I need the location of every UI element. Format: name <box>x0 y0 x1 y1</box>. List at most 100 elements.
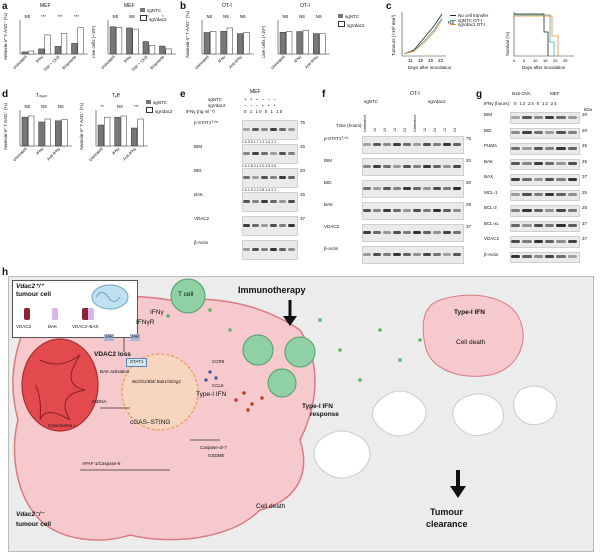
blot-band <box>556 146 566 150</box>
blot-band <box>261 176 268 179</box>
chart-c-survival: 0 5 10 15 20 25 <box>513 12 574 63</box>
bar <box>120 115 127 147</box>
significance-label: NS <box>58 104 64 109</box>
bar <box>286 31 293 55</box>
blot-band <box>288 176 295 179</box>
significance-label: NS <box>223 14 229 19</box>
type1-ifn-intracellular: Type-I IFN <box>196 391 227 398</box>
c-tick: 25 <box>563 58 568 63</box>
kda-marker: 37 <box>300 216 306 221</box>
significance-label: *** <box>41 14 46 19</box>
f-group-ntc: sgNTC <box>364 99 379 104</box>
bar <box>313 33 320 55</box>
bar <box>319 33 326 55</box>
blot-band <box>288 224 295 227</box>
significance-label: *** <box>74 14 79 19</box>
g-title-mef: MEF <box>550 91 560 96</box>
blot-band <box>373 165 381 168</box>
blot-band <box>373 187 381 190</box>
blot-band <box>363 209 371 212</box>
x-tick-label: IFNγ <box>293 54 303 64</box>
blot-band <box>522 115 532 119</box>
blot-label: BAX <box>484 174 494 179</box>
blot-band <box>383 253 391 256</box>
bar <box>142 41 149 55</box>
ccr5-label: CCR5 <box>212 359 225 364</box>
inset-title-cell: tumour cell <box>16 291 52 298</box>
blot-strip <box>510 127 580 139</box>
a-title-right: MEF <box>124 3 135 9</box>
c-tick: 15 <box>418 58 424 63</box>
blot-band <box>567 131 577 135</box>
blot-strip <box>510 205 580 217</box>
t-cell <box>284 336 316 368</box>
blot-band <box>252 176 259 179</box>
blot-band <box>373 143 381 146</box>
c-tick: 10 <box>533 58 538 63</box>
blot-band <box>533 162 543 166</box>
quantification: 1.0 1.8 3.1 1.0 1.5 2.5 <box>242 164 277 168</box>
blot-band <box>556 177 566 181</box>
bar <box>21 51 28 55</box>
legend-item-ntc: sgNTC <box>140 8 167 14</box>
blot-band <box>453 165 461 168</box>
t-cell <box>242 334 274 366</box>
kda-marker: 25 <box>582 158 588 164</box>
g-title-b16: B16-OVA <box>512 91 531 96</box>
e-signs1: + + + − − − <box>244 97 278 102</box>
blot-band <box>443 143 451 146</box>
blot-label: PUMA <box>484 143 498 148</box>
c-tick: 5 <box>523 58 526 63</box>
bak-activation: BAK activation <box>100 369 130 374</box>
panel-label-e: e <box>180 89 186 100</box>
blot-label: BAK <box>194 192 204 197</box>
blot-band <box>433 165 441 168</box>
bar <box>44 118 51 147</box>
c-tick: 0 <box>513 58 516 63</box>
kda-marker: 20 <box>582 112 588 117</box>
blot-band <box>383 143 391 146</box>
panel-label-f: f <box>322 89 326 100</box>
inset-title-genotype: Vdac2⁺/⁺ <box>16 283 44 290</box>
blot-band <box>545 115 555 119</box>
significance-label: ** <box>145 14 149 19</box>
c-xlabel-right: Days after inoculation <box>522 65 566 70</box>
e-row-sgntc: sgNTC <box>208 97 223 102</box>
a-title-left: MEF <box>40 3 51 9</box>
bar <box>126 27 133 55</box>
significance-label: *** <box>134 104 139 109</box>
ko-cell: tumour cell <box>16 521 52 528</box>
e-doses: 0 1 10 0 1 10 <box>244 109 284 114</box>
blot-band <box>545 193 555 197</box>
bar <box>97 124 104 147</box>
panel-label-c: c <box>386 1 392 12</box>
significance-label: * <box>162 14 164 19</box>
inset-mito-icon <box>91 284 129 310</box>
blot-band <box>261 200 268 203</box>
blot-band <box>533 193 543 197</box>
kda-marker: 25 <box>466 202 472 207</box>
blot-band <box>393 209 401 212</box>
d-title-right: Tₑff <box>112 93 120 99</box>
blot-band <box>522 255 532 259</box>
blot-band <box>545 146 555 150</box>
chart-c-growth: 11 15 19 23 NS <box>401 12 454 63</box>
kda-marker: 20 <box>466 180 472 185</box>
blot-band <box>567 239 577 243</box>
blot-label: BIM <box>194 144 203 149</box>
legend-item-ntc: sgNTC <box>338 14 365 20</box>
blot-band <box>522 162 532 166</box>
f-time-label: Time (hours): <box>336 123 363 128</box>
bak-icon <box>52 308 58 320</box>
blot-band <box>545 239 555 243</box>
blot-band <box>545 162 555 166</box>
bar <box>71 43 78 55</box>
blot-band <box>443 165 451 168</box>
gsdme: GSDME <box>208 453 225 458</box>
blot-band <box>556 224 566 228</box>
blot-strip <box>362 246 464 264</box>
blot-label: BID <box>484 127 492 133</box>
significance-label: NS <box>24 14 30 19</box>
blot-band <box>443 231 451 234</box>
